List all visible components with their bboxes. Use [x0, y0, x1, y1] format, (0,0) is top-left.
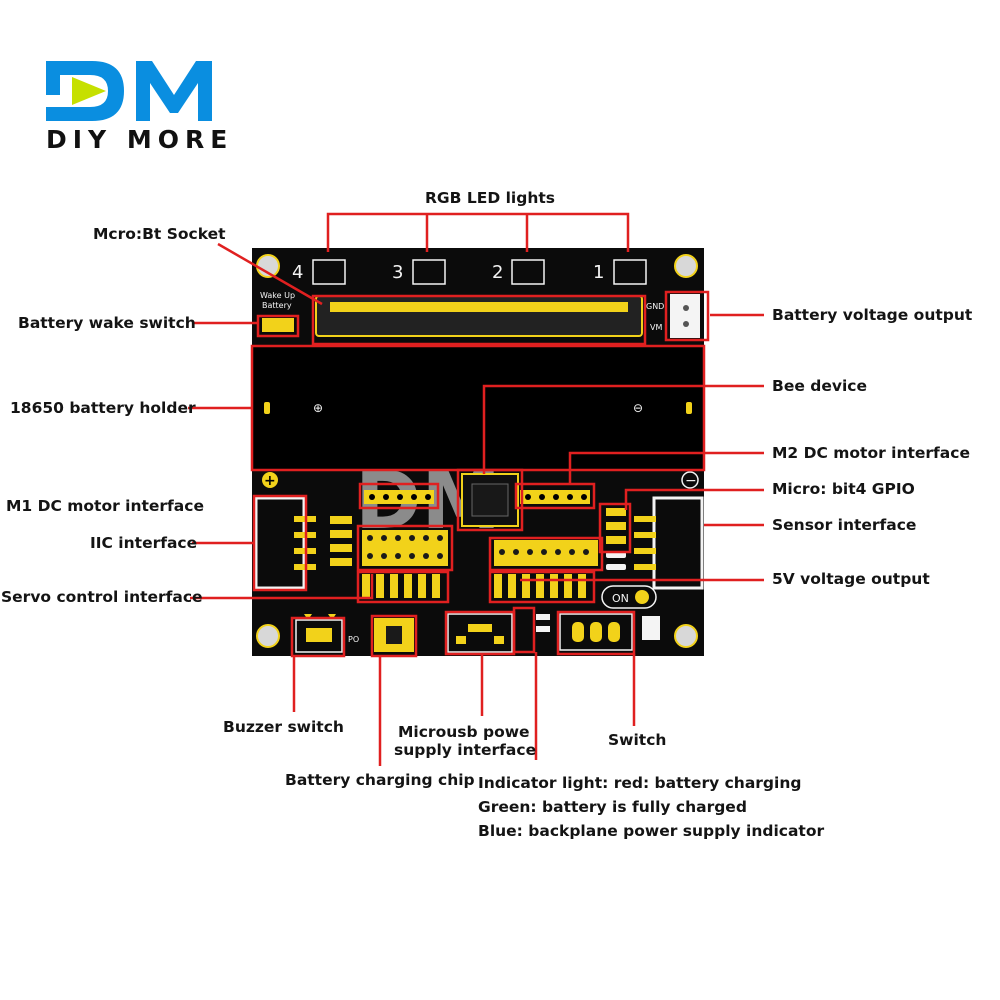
m1-connector — [254, 496, 306, 590]
on-switch-outline — [601, 585, 657, 609]
logo-d-letter — [46, 61, 124, 121]
label-m2-motor: M2 DC motor interface — [772, 444, 970, 462]
logo-m-letter — [136, 61, 212, 121]
label-charging-chip: Battery charging chip — [285, 771, 475, 789]
led-number-4: 4 — [292, 262, 303, 283]
wake-label-2: Battery — [262, 301, 292, 310]
po-label: PO — [348, 635, 359, 644]
battery-minus: ⊖ — [633, 401, 643, 415]
label-microusb-1: Microusb powe — [398, 723, 530, 741]
plus-terminal-icon — [262, 472, 278, 488]
diymore-logo — [46, 61, 212, 121]
vm-label: VM — [650, 323, 662, 332]
wake-label-1: Wake Up — [260, 291, 295, 300]
led-number-2: 2 — [492, 262, 503, 283]
gpio-pads — [606, 508, 626, 544]
label-microbit-socket: Mcro:Bt Socket — [93, 225, 226, 243]
mounting-holes — [256, 254, 698, 648]
logo-arrow-mark — [72, 77, 106, 105]
indicator-leds — [536, 614, 550, 632]
label-sensor: Sensor interface — [772, 516, 917, 534]
label-m1-motor: M1 DC motor interface — [6, 497, 204, 515]
microbit-socket-pins — [330, 302, 628, 312]
label-bee-device: Bee device — [772, 377, 867, 395]
microusb-port — [447, 613, 513, 653]
led-number-1: 1 — [593, 262, 604, 283]
indicator-line-1: Indicator light: red: battery charging — [478, 774, 802, 792]
gnd-label: GND — [646, 302, 664, 311]
indicator-description: Indicator light: red: battery charging G… — [478, 771, 824, 843]
label-switch: Switch — [608, 731, 667, 749]
wake-switch-pad — [262, 318, 294, 332]
iic-pads — [330, 516, 352, 566]
led-number-3: 3 — [392, 262, 403, 283]
rgb-led-footprints — [312, 259, 647, 285]
battery-output-connector — [670, 294, 700, 338]
label-rgb-led: RGB LED lights — [425, 189, 555, 207]
svg-text:−: − — [685, 473, 697, 489]
battery-plus: ⊕ — [313, 401, 323, 415]
callout-lines — [188, 212, 764, 766]
svg-text:+: + — [264, 473, 276, 489]
label-micro-gpio: Micro: bit4 GPIO — [772, 480, 915, 498]
label-battery-voltage-output: Battery voltage output — [772, 306, 973, 324]
label-microusb-2: supply interface — [394, 741, 537, 759]
indicator-line-2: Green: battery is fully charged — [478, 798, 747, 816]
servo-pads — [362, 574, 586, 598]
indicator-line-3: Blue: backplane power supply indicator — [478, 822, 825, 840]
label-battery-wake: Battery wake switch — [18, 314, 196, 332]
minus-terminal-icon — [681, 471, 699, 489]
logo-wordmark: DIY MORE — [46, 125, 234, 154]
buzzer-switch — [295, 619, 343, 653]
battery-holder — [252, 346, 704, 470]
label-v5-output: 5V voltage output — [772, 570, 930, 588]
on-label: ON — [612, 592, 629, 605]
label-servo: Servo control interface — [1, 588, 203, 606]
label-buzzer: Buzzer switch — [223, 718, 344, 736]
label-battery-holder: 18650 battery holder — [10, 399, 196, 417]
label-iic: IIC interface — [90, 534, 198, 552]
sensor-connector — [652, 496, 704, 590]
